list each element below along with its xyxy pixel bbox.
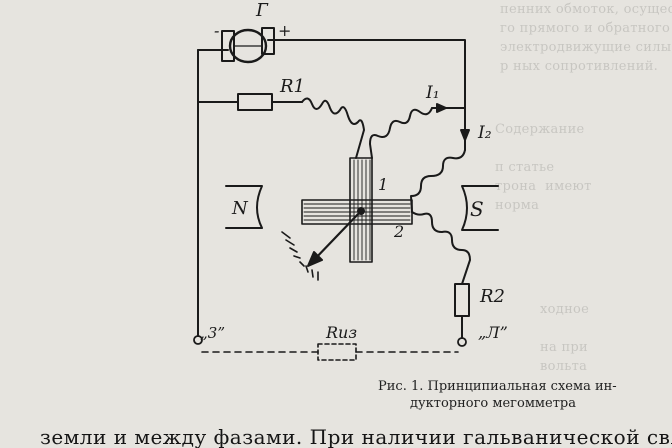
generator-icon: [221, 27, 275, 64]
coil-r1-rotor: [301, 97, 365, 159]
label-generator: Г: [255, 0, 269, 21]
rotor-horizontal-stripes: [303, 203, 411, 221]
arrow-i2-icon: [460, 129, 470, 141]
resistor-riz: [317, 343, 357, 361]
wire-top-right: [267, 39, 466, 141]
bleed-through-text-bottom: ходное на при вольта: [540, 302, 590, 374]
label-terminal-z: „3”: [200, 324, 225, 342]
label-r-iz: Rиз: [325, 323, 357, 342]
label-r1: R1: [279, 76, 305, 97]
label-coil-1: 1: [378, 175, 388, 194]
rotor-vertical: [349, 157, 373, 263]
scale-ticks: [281, 231, 319, 281]
bleed-through-text-right: Содержание п статье трона имеют норма: [495, 122, 592, 213]
magnet-south: [461, 185, 499, 231]
label-i2: I₂: [477, 123, 492, 143]
coil-right-rotor-upper: [410, 149, 466, 213]
bleed-through-text-top: пенних обмоток, осуществляется через го …: [500, 2, 672, 74]
pointer-needle: [310, 209, 363, 264]
arrow-i1-icon: [436, 103, 447, 113]
label-r2: R2: [479, 286, 505, 307]
magnet-north: [225, 185, 263, 229]
terminal-z-icon: [193, 335, 203, 345]
coil-i1-rotor: [369, 107, 433, 159]
caption-line-1: Рис. 1. Принципиальная схема ин-: [378, 379, 617, 394]
label-plus: +: [278, 21, 291, 40]
caption-line-2: дукторного мегомметра: [410, 396, 577, 411]
rotor-horizontal: [301, 199, 413, 225]
label-minus: -: [214, 21, 219, 40]
label-south: S: [470, 197, 484, 221]
label-north: N: [231, 198, 249, 219]
label-coil-2: 2: [393, 222, 404, 241]
resistor-r1: [237, 93, 273, 111]
body-text-line: земли и между фазами. При наличии гальва…: [40, 425, 672, 448]
label-i1: I₁: [425, 83, 440, 103]
pointer-arrow-icon: [307, 251, 323, 267]
resistor-r2: [454, 283, 470, 317]
coil-rotor-r2: [411, 211, 471, 285]
terminal-l-icon: [457, 337, 467, 347]
figure-caption: Рис. 1. Принципиальная схема ин- дукторн…: [378, 378, 672, 412]
label-terminal-l: „Л”: [478, 323, 508, 342]
